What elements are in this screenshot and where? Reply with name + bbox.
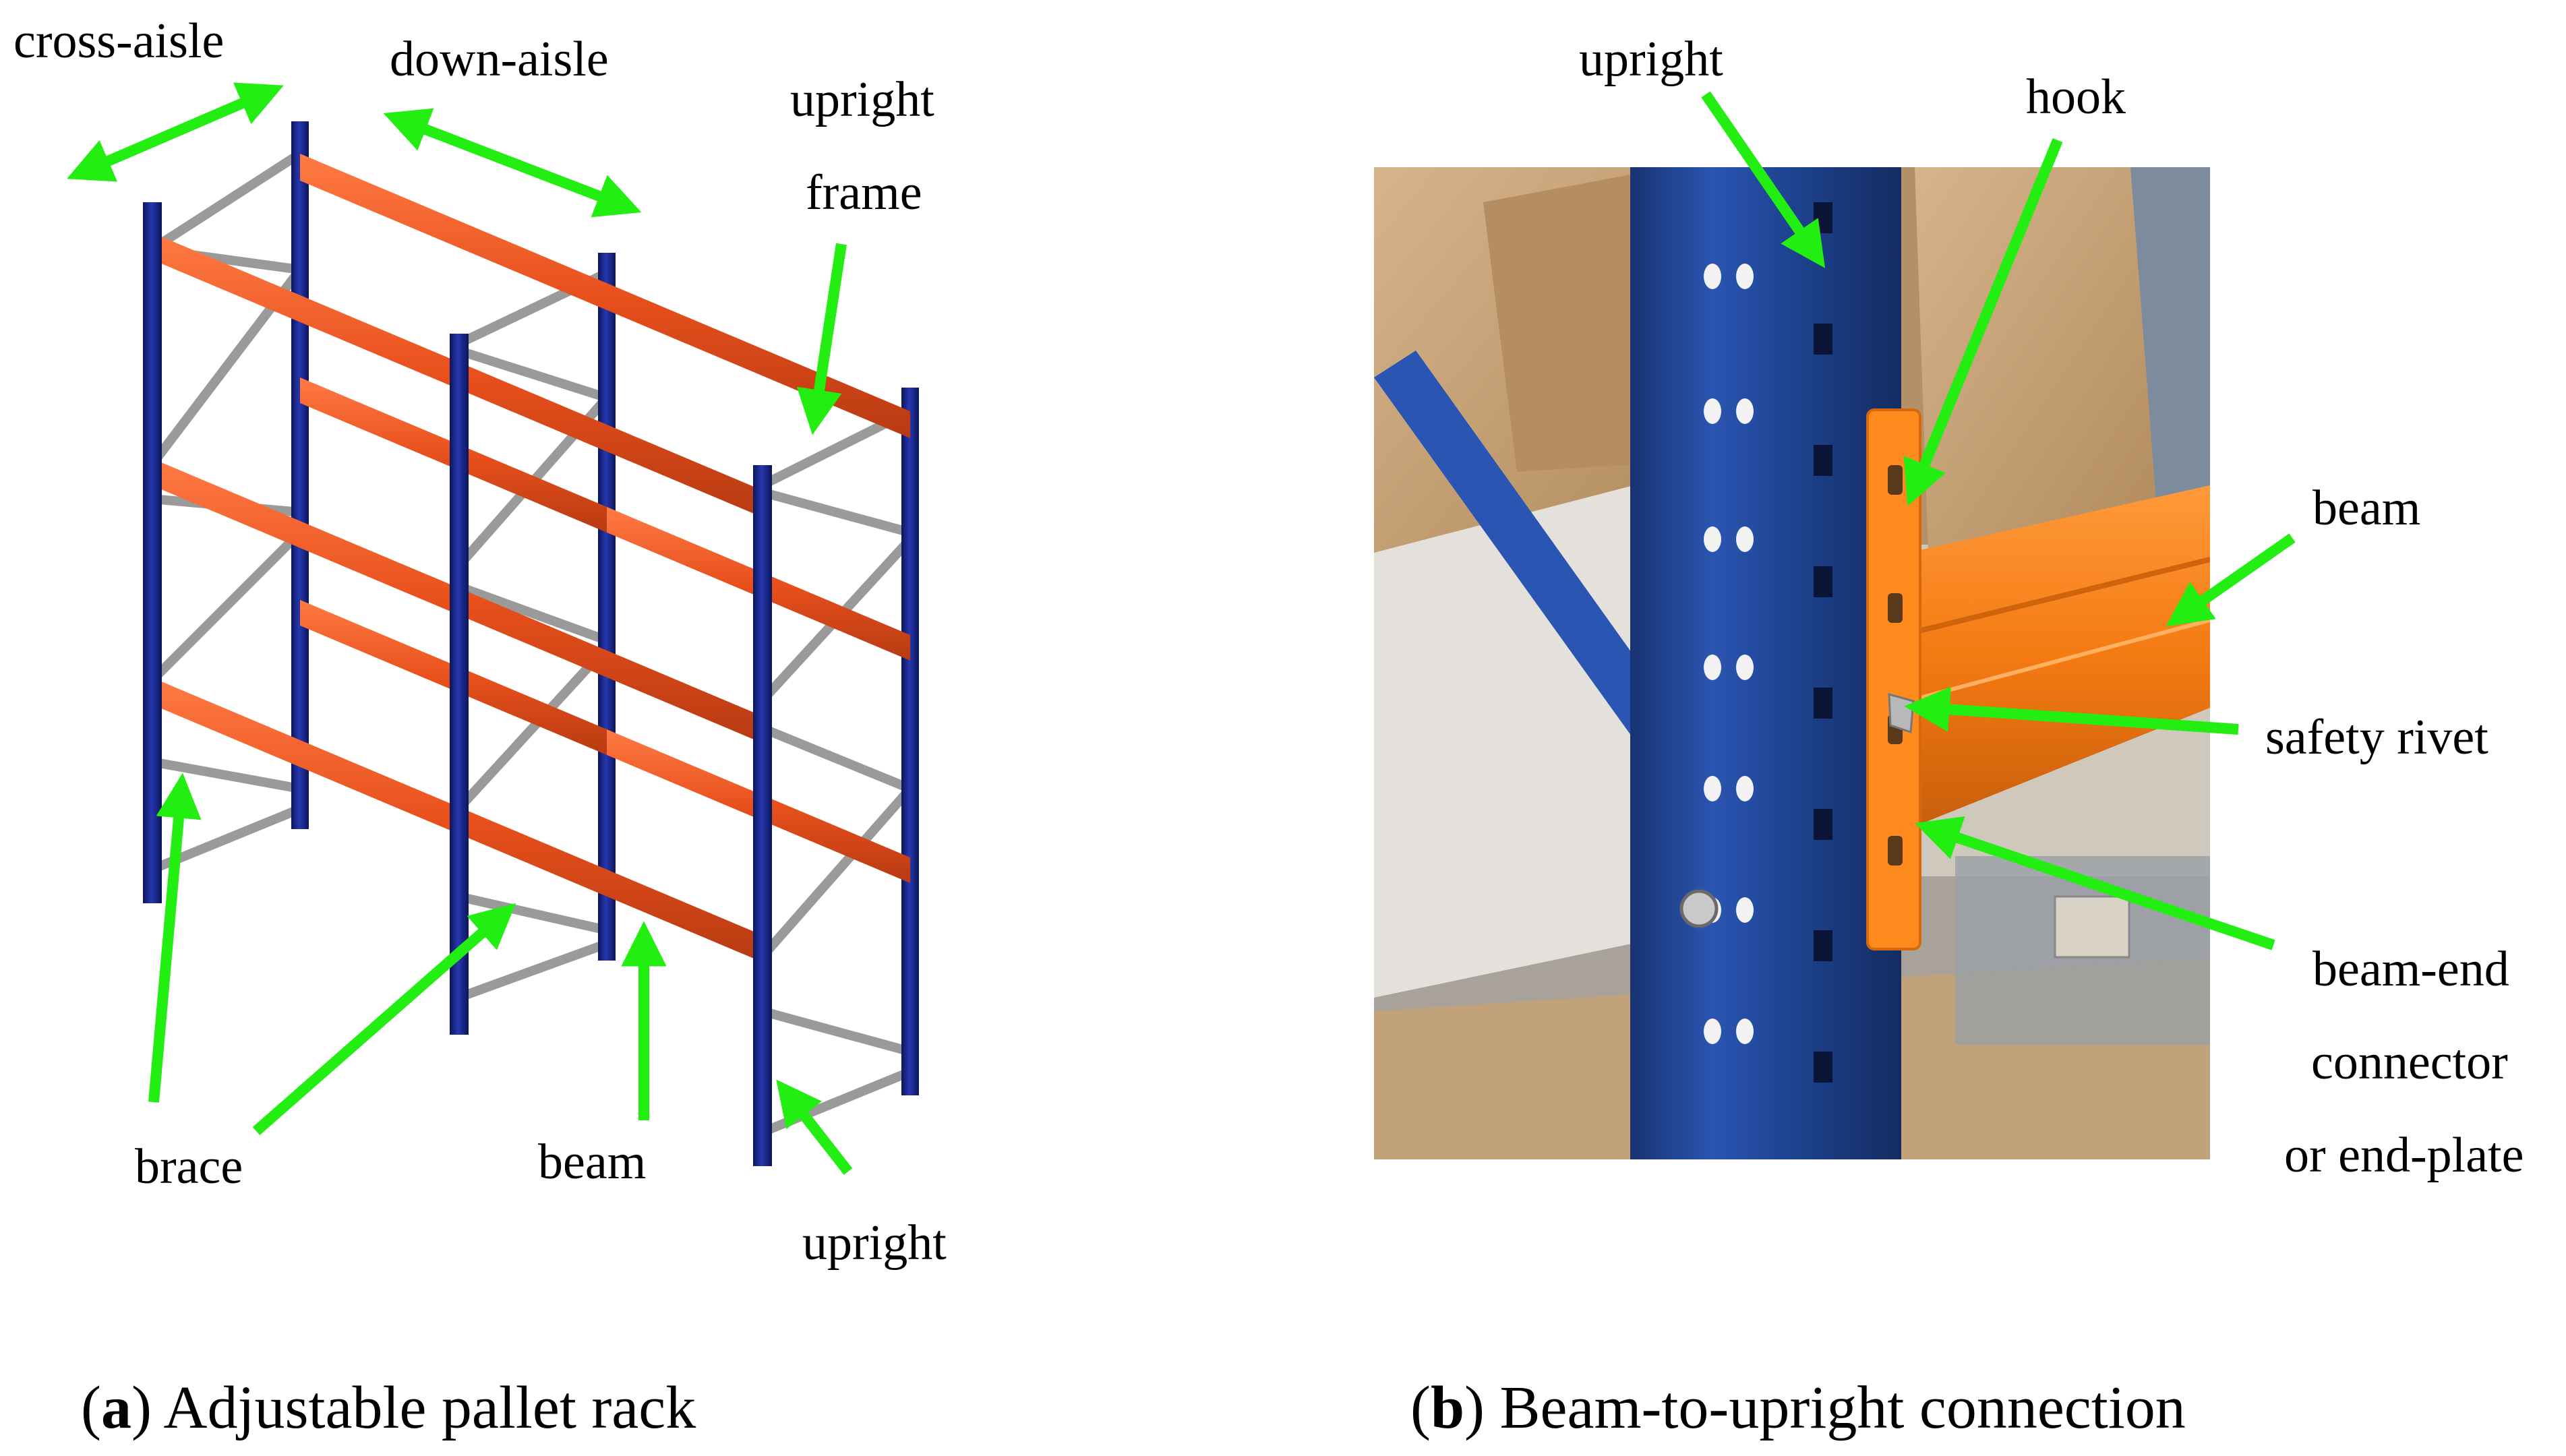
safety-rivet-arrow <box>1904 686 2239 735</box>
brace-arrow-2 <box>252 903 516 1136</box>
label-beam-end-line3: or end-plate <box>2284 1128 2524 1183</box>
upright <box>901 388 919 1095</box>
beam-end-connector-arrow <box>1915 816 2275 950</box>
label-safety-rivet: safety rivet <box>2265 710 2488 765</box>
hook-arrow <box>1903 138 2063 507</box>
label-beam-end-line2: connector <box>2311 1035 2508 1090</box>
panel-b-arrows <box>1701 91 2296 950</box>
label-cross-aisle: cross-aisle <box>13 13 224 69</box>
label-photo-beam: beam <box>2313 481 2420 536</box>
label-beam-end-line1: beam-end <box>2313 942 2509 997</box>
photo-beam <box>1908 485 2210 829</box>
panel-b-labels: upright hook beam safety rivet beam-end … <box>1579 32 2524 1183</box>
back-upright-group <box>291 121 919 1095</box>
label-photo-upright: upright <box>1579 32 1723 87</box>
small-box <box>2054 895 2130 959</box>
upright <box>291 121 309 829</box>
photo-upright-arrow <box>1701 91 1826 268</box>
photo-upright <box>1630 167 1901 1159</box>
photo-beam-arrow <box>2166 533 2296 627</box>
label-down-aisle: down-aisle <box>390 32 609 87</box>
label-hook: hook <box>2026 69 2126 125</box>
photo-end-plate <box>1866 408 1921 950</box>
photo-brace <box>1374 351 1685 755</box>
upright <box>143 202 162 903</box>
upright-frame-arrow <box>796 243 847 435</box>
label-beam: beam <box>538 1134 646 1190</box>
panel-b-photo <box>1374 167 2210 1159</box>
upright-holes-round <box>1704 264 1754 1044</box>
upright <box>753 465 772 1166</box>
brace <box>147 149 305 254</box>
caption-b: (b) Beam-to-upright connection <box>1410 1374 2186 1441</box>
label-upright-frame-line2: frame <box>806 165 922 220</box>
cardboard-box <box>1915 167 2171 553</box>
safety-rivet <box>1888 693 1915 734</box>
beam <box>300 154 910 438</box>
brace-arrow-1 <box>148 772 202 1103</box>
caption-a: (a) Adjustable pallet rack <box>81 1374 696 1441</box>
label-upright: upright <box>802 1215 947 1271</box>
panel-a-rack-drawing <box>143 121 919 1166</box>
upright <box>450 334 469 1035</box>
bolt <box>1679 889 1719 928</box>
cross-aisle-arrow <box>67 82 284 182</box>
label-brace: brace <box>135 1139 243 1194</box>
label-upright-frame-line1: upright <box>790 72 934 127</box>
panel-a-arrows <box>67 82 853 1175</box>
down-aisle-arrow <box>383 108 642 218</box>
upright-arrow <box>776 1079 853 1175</box>
upright <box>598 253 616 961</box>
panel-a-labels: cross-aisle down-aisle upright frame bra… <box>13 13 947 1271</box>
